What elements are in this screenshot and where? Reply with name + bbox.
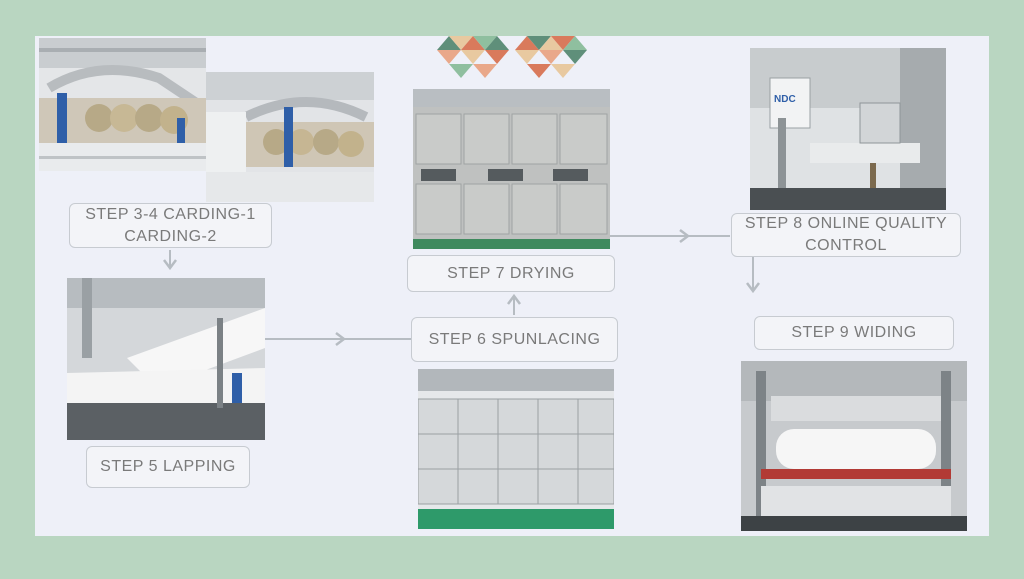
photo-carding-machine-1	[39, 38, 206, 171]
photo-spunlacing-machine	[418, 369, 614, 529]
arrow-up-icon	[507, 293, 521, 315]
step-carding-line1: STEP 3-4 CARDING-1	[85, 205, 256, 223]
arrow-down-icon	[746, 257, 760, 294]
step-quality-label: STEP 8 ONLINE QUALITY CONTROL	[731, 213, 961, 257]
photo-drying-machine	[413, 89, 610, 249]
step-lapping-label: STEP 5 LAPPING	[86, 446, 250, 488]
connector-lapping-to-spunlacing	[265, 338, 411, 340]
step-lapping-text: STEP 5 LAPPING	[100, 458, 236, 475]
step-spunlacing-text: STEP 6 SPUNLACING	[428, 330, 601, 348]
step-widing-label: STEP 9 WIDING	[754, 316, 954, 350]
decorative-triangle-logo	[437, 36, 587, 78]
step-carding-line2: CARDING-2	[124, 227, 217, 245]
photo-quality-control-machine: NDC	[750, 48, 946, 210]
step-widing-text: STEP 9 WIDING	[791, 324, 917, 341]
step-quality-line1: STEP 8 ONLINE QUALITY	[744, 215, 948, 232]
step-spunlacing-label: STEP 6 SPUNLACING	[411, 317, 618, 362]
photo-carding-machine-2	[206, 72, 374, 202]
quality-machine-badge: NDC	[774, 94, 796, 105]
connector-drying-to-quality	[610, 235, 730, 237]
photo-widing-machine	[741, 361, 967, 531]
step-drying-label: STEP 7 DRYING	[407, 255, 615, 292]
arrow-right-icon	[335, 332, 347, 346]
step-drying-text: STEP 7 DRYING	[447, 264, 575, 282]
step-quality-line2: CONTROL	[805, 237, 887, 254]
step-carding-label: STEP 3-4 CARDING-1 CARDING-2	[69, 203, 272, 248]
arrow-right-icon	[679, 229, 691, 243]
photo-lapping-machine	[67, 278, 265, 440]
arrow-down-icon	[163, 250, 177, 271]
